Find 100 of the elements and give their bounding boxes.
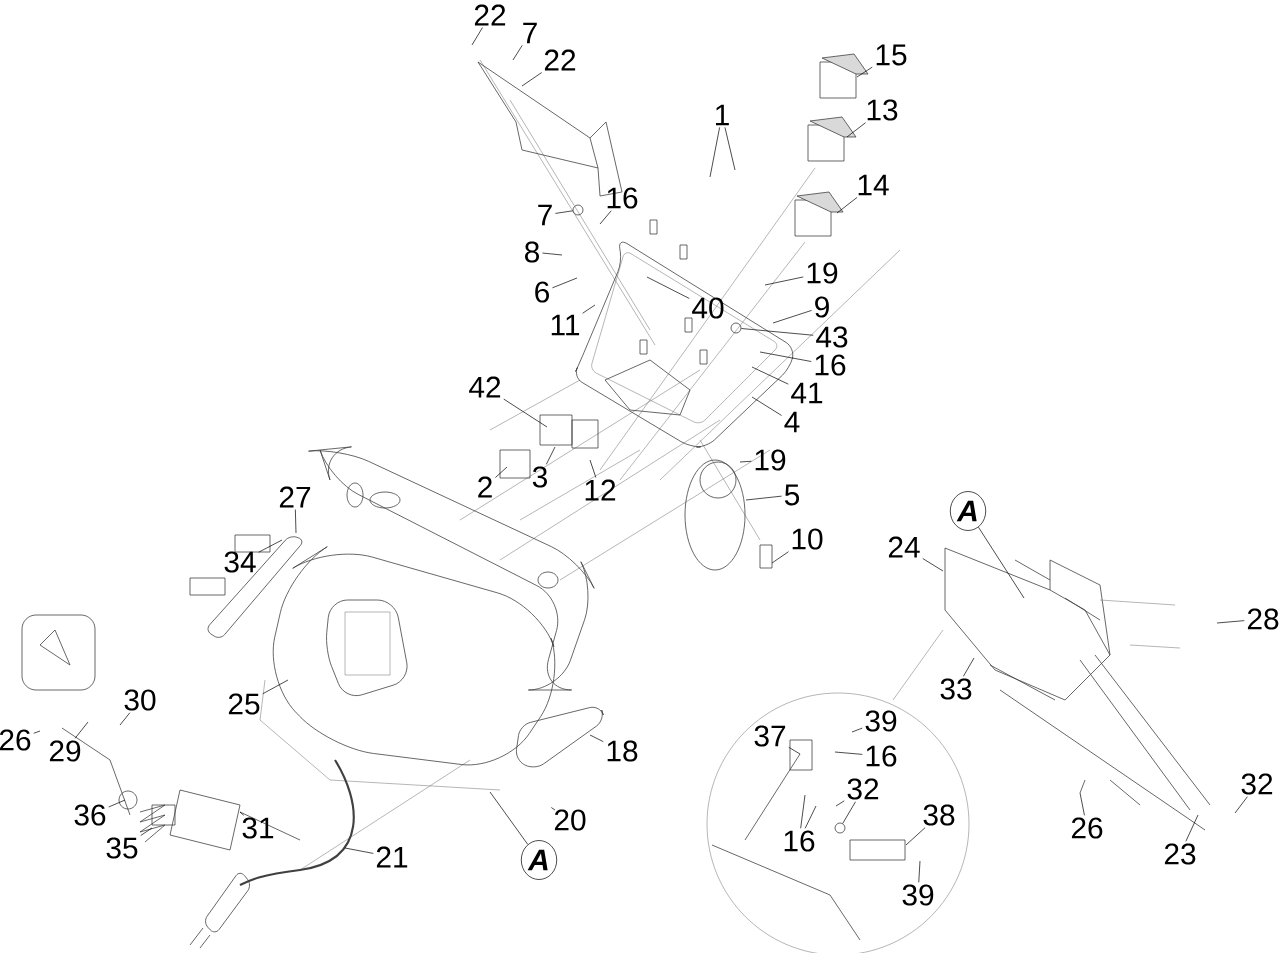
leader-line xyxy=(834,751,863,755)
callout-number: 4 xyxy=(784,411,800,433)
callout-number: 32 xyxy=(1241,773,1273,795)
leader-line xyxy=(741,328,814,336)
callout-number: 22 xyxy=(544,49,576,71)
leader-line xyxy=(521,72,543,87)
callout-number: 26 xyxy=(0,729,31,751)
leader-line xyxy=(856,66,873,78)
leader-line xyxy=(846,122,866,138)
leader-line xyxy=(503,398,548,428)
leader-line xyxy=(709,127,720,178)
screw-part xyxy=(834,822,846,834)
leader-line xyxy=(788,746,801,755)
leader-line xyxy=(842,801,856,824)
leader-line xyxy=(108,799,126,808)
callout-number: 13 xyxy=(867,99,898,121)
callout-number: 42 xyxy=(469,376,501,398)
callout-number: 22 xyxy=(474,4,506,26)
callout-number: 1 xyxy=(716,104,729,126)
leader-line xyxy=(835,800,845,807)
leader-line xyxy=(1185,814,1199,842)
callout-number: 21 xyxy=(376,846,408,868)
leader-line xyxy=(922,558,944,572)
callout-number: 39 xyxy=(902,884,934,906)
leader-line xyxy=(471,27,483,46)
leader-line xyxy=(745,495,782,501)
leader-line xyxy=(119,712,131,726)
callout-number: 16 xyxy=(815,354,846,376)
leader-line xyxy=(918,860,921,883)
callout-number: 38 xyxy=(923,804,955,826)
callout-number: 16 xyxy=(866,745,897,767)
leader-line xyxy=(552,277,578,289)
leader-line xyxy=(764,276,804,286)
callout-number: 15 xyxy=(876,44,907,66)
callout-number: 7 xyxy=(538,204,552,226)
callout-number: 24 xyxy=(888,536,920,558)
leader-line xyxy=(963,657,975,677)
callout-number: 31 xyxy=(242,817,274,839)
callout-number: 28 xyxy=(1247,608,1279,630)
reference-letter: A xyxy=(520,840,558,880)
callout-number: 16 xyxy=(607,187,638,209)
callout-number: 40 xyxy=(692,297,724,319)
leader-line xyxy=(1216,620,1245,624)
callout-number: 32 xyxy=(847,778,879,800)
callout-number: 6 xyxy=(535,281,549,303)
callout-number: 7 xyxy=(523,22,537,44)
callout-number: 33 xyxy=(940,678,972,700)
leader-line xyxy=(344,847,374,854)
leader-line xyxy=(771,551,789,564)
leader-line xyxy=(751,396,782,416)
callout-number: 30 xyxy=(124,689,156,711)
leader-line xyxy=(295,509,297,534)
callout-number: 20 xyxy=(554,809,586,831)
leader-line xyxy=(258,539,283,553)
leader-line xyxy=(489,791,529,845)
leader-line xyxy=(582,304,596,314)
callout-number: 19 xyxy=(755,449,786,471)
leader-line xyxy=(555,210,574,214)
leader-line xyxy=(239,811,245,816)
leader-line xyxy=(751,366,789,385)
leader-line xyxy=(905,827,926,846)
leader-line xyxy=(495,466,508,478)
callout-number: 9 xyxy=(815,296,829,318)
callout-number: 18 xyxy=(607,740,638,762)
screw-part xyxy=(572,204,584,216)
callout-number: 29 xyxy=(49,740,81,762)
callout-number: 2 xyxy=(478,476,492,498)
leader-line xyxy=(851,727,863,733)
leader-line xyxy=(739,460,752,463)
leader-line xyxy=(1234,796,1248,814)
callout-number: 8 xyxy=(525,241,539,263)
reference-letter: A xyxy=(949,491,987,531)
callout-number: 37 xyxy=(754,725,786,747)
leader-line xyxy=(589,734,604,742)
leader-line xyxy=(1079,792,1085,816)
leader-line xyxy=(74,721,89,739)
leader-line xyxy=(542,252,563,256)
leader-line xyxy=(772,310,812,324)
callout-number: 3 xyxy=(532,466,547,488)
callout-number: 26 xyxy=(1071,817,1103,839)
callout-number: 12 xyxy=(585,479,616,501)
leader-line xyxy=(978,526,1025,599)
callout-number: 34 xyxy=(224,551,256,573)
leader-line xyxy=(836,197,858,214)
callout-number: 41 xyxy=(791,382,823,404)
callout-number: 16 xyxy=(784,830,815,852)
leader-line xyxy=(724,127,736,171)
callout-number: 23 xyxy=(1164,843,1196,865)
callout-number: 19 xyxy=(807,262,838,284)
callout-number: 27 xyxy=(279,486,311,508)
leader-line xyxy=(804,805,817,829)
leader-line xyxy=(550,807,556,811)
callout-number: 5 xyxy=(784,484,800,506)
callout-number: 25 xyxy=(228,693,260,715)
callout-number: 14 xyxy=(858,174,889,196)
leader-line xyxy=(646,276,690,299)
leader-line xyxy=(262,679,289,695)
leader-line xyxy=(599,210,612,225)
callout-number: 36 xyxy=(74,804,106,826)
leader-line xyxy=(33,730,41,734)
